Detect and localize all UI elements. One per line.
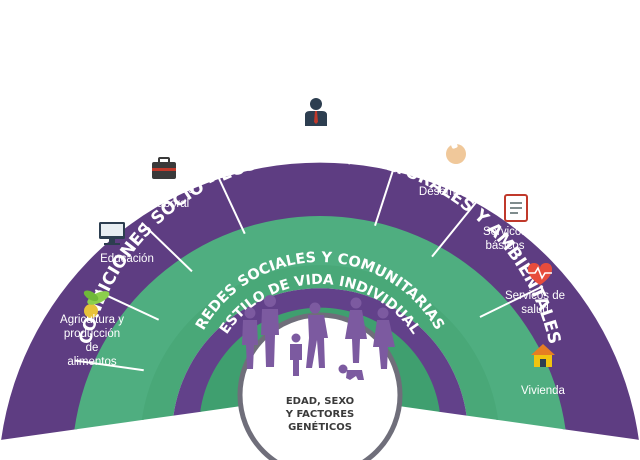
- briefcase-icon: [152, 157, 176, 179]
- segment-label: Educación: [100, 253, 154, 265]
- segment-label-line: Vivienda: [521, 385, 566, 397]
- segment-divider: [140, 222, 193, 273]
- segment-label-line: Condiciones de: [278, 132, 357, 144]
- clipboard-icon: [504, 194, 528, 222]
- segment-label-line: Ambiente: [146, 184, 195, 196]
- heart-icon: [527, 263, 553, 285]
- segment-label-line: Servicos: [483, 226, 527, 238]
- segment-label: Servicos básicos: [483, 226, 527, 252]
- segment-labels: Agricultura y producción de alimentos Educac…: [60, 132, 566, 397]
- segment-label-line: Desempleo: [419, 186, 477, 198]
- worker-icon: [305, 98, 327, 126]
- center-label-line: EDAD, SEXO: [286, 396, 354, 407]
- people-silhouettes: [242, 295, 395, 380]
- handshake-icon: [446, 134, 466, 164]
- segment-label-line: Agricultura y: [60, 314, 124, 326]
- segment-label: Desempleo: [419, 186, 477, 198]
- segment-label-line: producción: [64, 328, 120, 340]
- segment-label-line: alimentos: [67, 356, 116, 368]
- segment-label: Servicos de salud: [505, 290, 565, 316]
- house-icon: [531, 344, 555, 367]
- segment-label-line: Educación: [100, 253, 154, 265]
- center-label-line: GENÉTICOS: [288, 420, 352, 433]
- segment-label-line: vivienda y trabajo: [273, 146, 363, 158]
- segment-label-line: Laboral: [151, 198, 189, 210]
- segment-label: Condiciones de vivienda y trabajo: [273, 132, 363, 158]
- segment-divider: [74, 359, 144, 372]
- segment-label: Vivienda: [521, 385, 566, 397]
- outer-ring: [1, 162, 639, 440]
- plant-icon: [83, 290, 110, 318]
- middle-ring: [141, 265, 499, 421]
- monitor-icon: [99, 222, 125, 245]
- segment-label-line: de: [86, 342, 99, 354]
- segment-band: [74, 216, 566, 430]
- segment-label-line: básicos: [486, 240, 525, 252]
- segment-label: Agricultura y producción de alimentos: [60, 314, 124, 368]
- segment-label-line: Servicos de: [505, 290, 565, 302]
- segment-divider: [214, 169, 246, 235]
- segment-divider: [479, 285, 544, 318]
- segment-divider: [374, 158, 398, 227]
- center-label-line: Y FACTORES: [285, 409, 355, 420]
- segment-divider: [431, 201, 477, 258]
- segment-label-line: salud: [521, 304, 549, 316]
